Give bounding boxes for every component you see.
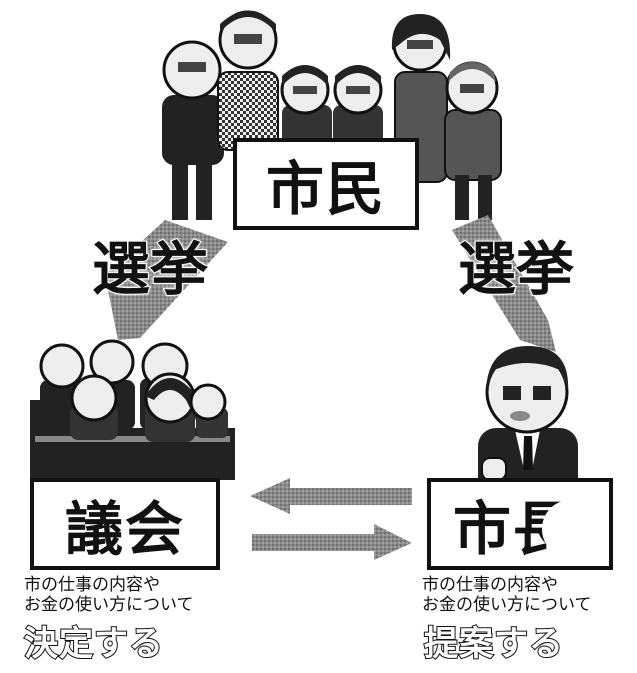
arrow-left-icon (250, 478, 412, 514)
mayor-icon (478, 346, 578, 498)
citizens-group-icon (162, 10, 502, 220)
citizen-label-box: 市民 (233, 138, 419, 230)
citizen-label: 市民 (265, 155, 386, 223)
assembly-action: 決定する (23, 624, 164, 664)
mayor-desc-line2: お金の使い方について (422, 595, 592, 615)
assembly-description: 市の仕事の内容や お金の使い方について (24, 575, 244, 615)
assembly-label-box: 議会 (30, 478, 220, 570)
assembly-label: 議会 (64, 495, 185, 563)
assembly-members-icon (30, 339, 235, 480)
mayor-action: 提案する (423, 624, 564, 664)
redaction-mask (542, 500, 598, 558)
election-arrow-right (452, 215, 556, 352)
mayor-desc-line1: 市の仕事の内容や (422, 575, 558, 595)
mayor-description: 市の仕事の内容や お金の使い方について (422, 575, 637, 615)
assembly-desc-line1: 市の仕事の内容や (24, 575, 160, 595)
arrow-right-icon (252, 524, 412, 560)
election-label-left: 選挙 (91, 235, 209, 303)
election-arrow-left (105, 220, 228, 340)
assembly-desc-line2: お金の使い方について (24, 595, 194, 615)
election-label-right: 選挙 (457, 235, 575, 303)
